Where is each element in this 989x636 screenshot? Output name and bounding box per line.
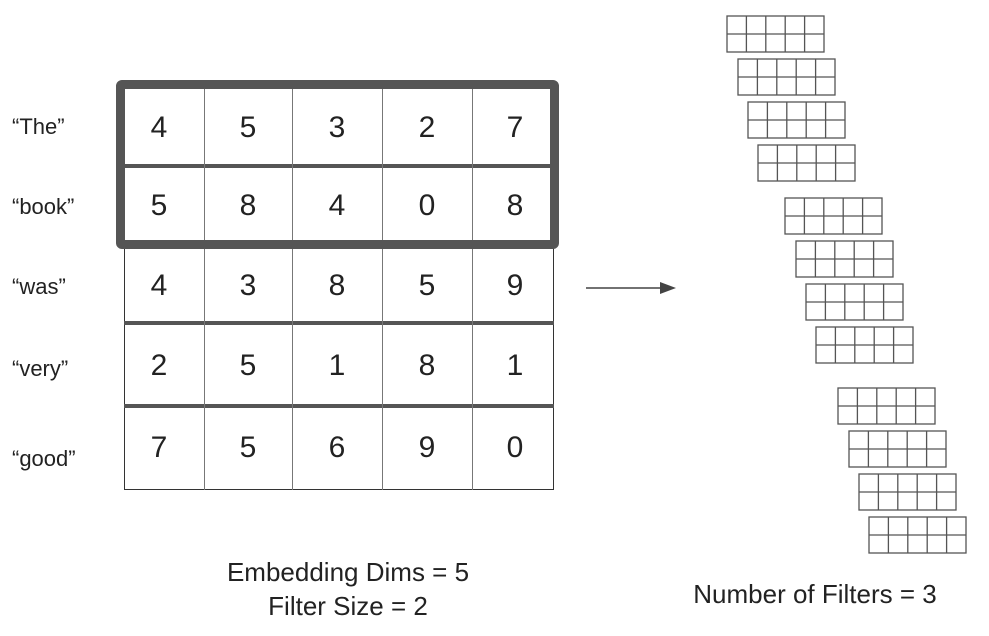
filter-grid: [815, 326, 914, 364]
word-label-the: “The”: [12, 114, 65, 139]
row-divider: [124, 404, 554, 408]
matrix-cell: 9: [418, 431, 436, 464]
matrix-cell: 8: [418, 349, 436, 382]
col-divider: [472, 88, 473, 490]
filter-window-highlight: [116, 80, 559, 249]
filter-grid: [858, 473, 957, 511]
embedding-matrix: 4 5 3 2 7 5 8 4 0 8 4 3 8 5 9 2 5 1 8 1 …: [124, 88, 554, 490]
filter-grid: [747, 101, 846, 139]
matrix-cell: 5: [150, 189, 168, 222]
row-divider: [124, 164, 554, 168]
matrix-cell: 8: [239, 189, 257, 222]
col-divider: [204, 88, 205, 490]
word-label-was: “was”: [12, 274, 66, 299]
filter-grid: [848, 430, 947, 468]
col-divider: [382, 88, 383, 490]
matrix-cell: 1: [328, 349, 346, 382]
word-label-very: “very”: [12, 356, 69, 381]
matrix-cell: 1: [506, 349, 524, 382]
matrix-cell: 5: [239, 111, 257, 144]
matrix-cell: 7: [506, 111, 524, 144]
matrix-cell: 8: [506, 189, 524, 222]
col-divider: [292, 88, 293, 490]
matrix-cell: 3: [328, 111, 346, 144]
arrow-right-icon: [586, 282, 676, 294]
matrix-cell: 0: [506, 431, 524, 464]
matrix-cell: 0: [418, 189, 436, 222]
matrix-cell: 8: [328, 269, 346, 302]
matrix-cell: 2: [150, 349, 168, 382]
row-divider: [124, 321, 554, 325]
matrix-cell: 3: [239, 269, 257, 302]
filter-size-caption: Filter Size = 2: [268, 591, 428, 621]
matrix-cell: 5: [239, 431, 257, 464]
matrix-cell: 9: [506, 269, 524, 302]
filter-grid: [837, 387, 936, 425]
matrix-cell: 5: [239, 349, 257, 382]
filter-grid: [737, 58, 836, 96]
matrix-cell: 7: [150, 431, 168, 464]
filter-grid: [868, 516, 967, 554]
word-label-good: “good”: [12, 446, 76, 471]
matrix-cell: 4: [150, 111, 168, 144]
filter-grid: [757, 144, 856, 182]
filter-grid: [784, 197, 883, 235]
matrix-cell: 4: [150, 269, 168, 302]
matrix-cell: 2: [418, 111, 436, 144]
filter-grid: [805, 283, 904, 321]
matrix-cell: 5: [418, 269, 436, 302]
matrix-cell: 6: [328, 431, 346, 464]
matrix-cell: 4: [328, 189, 346, 222]
num-filters-caption: Number of Filters = 3: [693, 579, 937, 609]
embedding-dims-caption: Embedding Dims = 5: [226, 557, 470, 587]
filter-grid: [726, 15, 825, 53]
word-label-book: “book”: [12, 194, 75, 219]
filter-grid: [795, 240, 894, 278]
